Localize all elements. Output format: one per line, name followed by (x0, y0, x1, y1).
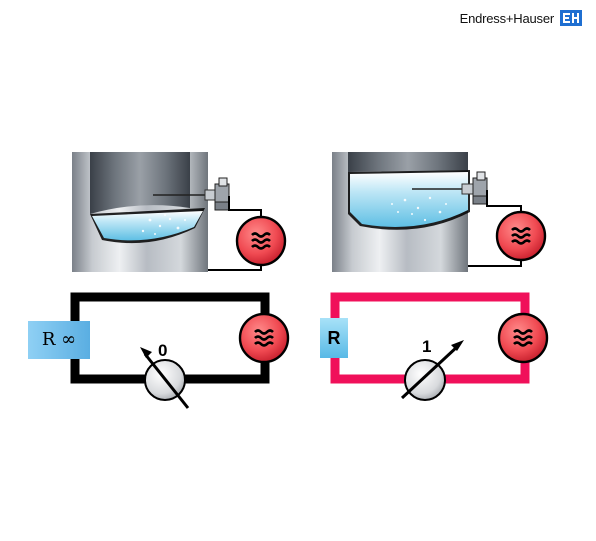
right-tank-interior (348, 152, 468, 172)
right-resistance-box (320, 318, 348, 358)
left-resistance-label: R ∞ (41, 329, 77, 350)
left-wire-top (228, 196, 262, 218)
left-bubbles (141, 214, 186, 235)
left-tank (72, 152, 208, 272)
right-liquid (350, 172, 468, 227)
left-resistance-box (28, 321, 90, 359)
left-wire-bottom (208, 266, 262, 271)
right-wire-top (486, 190, 522, 212)
left-liquid (92, 211, 203, 241)
right-meter-value: 1 (422, 337, 432, 356)
right-meter-icon (400, 340, 464, 401)
left-meter-icon (140, 347, 190, 409)
right-wire-bottom (468, 260, 522, 267)
left-meter-value: 0 (158, 341, 168, 360)
brand-logo-icon (560, 10, 582, 26)
left-bottom-oscillator-icon (238, 312, 290, 364)
brand-name: Endress+Hauser (459, 10, 555, 26)
right-bubbles (391, 196, 447, 222)
right-resistance-label: R (327, 328, 341, 348)
brand-header: Endress+Hauser (460, 10, 582, 26)
right-bottom-oscillator-icon (497, 312, 549, 364)
right-tank (332, 152, 470, 272)
right-top-oscillator-icon (495, 210, 547, 262)
right-probe-icon (412, 171, 488, 205)
left-top-oscillator-icon (235, 215, 287, 267)
left-tank-interior (90, 152, 190, 214)
left-probe-icon (153, 177, 230, 211)
